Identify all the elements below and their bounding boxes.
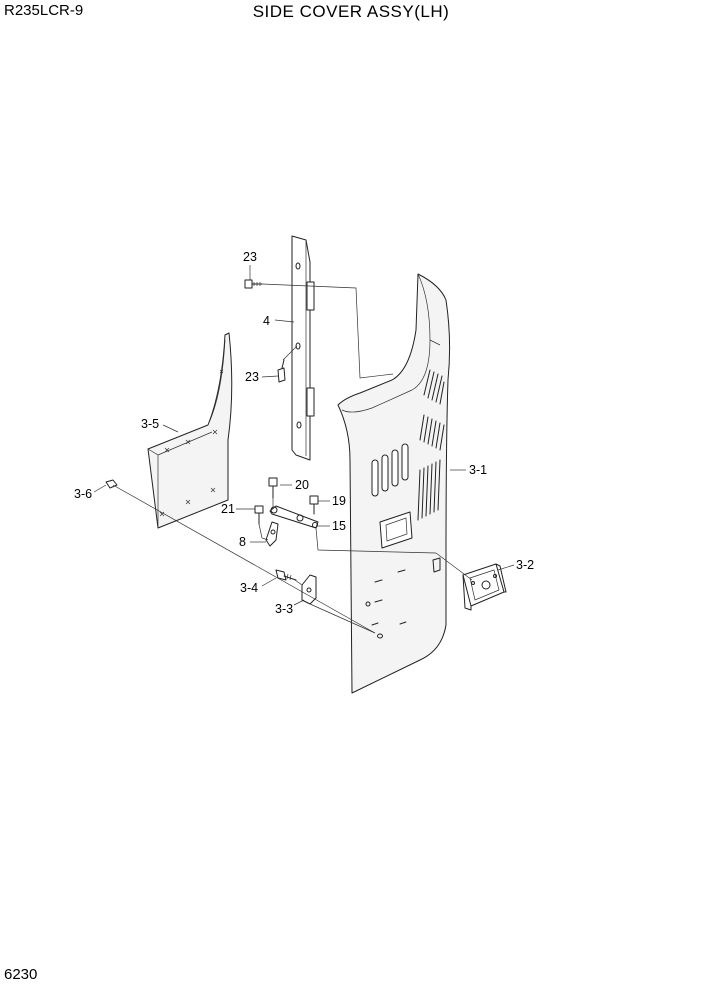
handle-opening xyxy=(379,511,413,549)
callout-15: 15 xyxy=(332,519,346,533)
callout-leaders xyxy=(93,265,515,606)
bracket-part-3-3 xyxy=(301,574,317,605)
louvre-vents-lower xyxy=(371,443,409,497)
louvre-vents-upper xyxy=(417,369,445,521)
bolt-3-6 xyxy=(105,479,118,489)
bolt-23-upper xyxy=(244,279,263,289)
model-code: R235LCR-9 xyxy=(4,2,84,19)
insulation-pad-part-3-5 xyxy=(147,332,233,529)
bolt-19 xyxy=(309,495,319,515)
latch-rod-part-15 xyxy=(269,505,319,529)
callout-3-6: 3-6 xyxy=(74,487,92,501)
vertical-strip-part-4 xyxy=(291,235,315,461)
callout-labels: 23 4 23 3-5 3-1 3-6 20 19 21 15 8 3-2 3-… xyxy=(74,250,534,616)
page-number: 6230 xyxy=(4,966,38,983)
callout-3-3: 3-3 xyxy=(275,602,293,616)
bolt-23-lower xyxy=(277,359,286,383)
callout-3-5: 3-5 xyxy=(141,417,159,431)
callout-21: 21 xyxy=(221,502,235,516)
callout-3-1: 3-1 xyxy=(469,463,487,477)
page-title: SIDE COVER ASSY(LH) xyxy=(252,2,450,21)
panel-holes xyxy=(365,569,407,639)
pad-marks xyxy=(159,369,224,517)
callout-8: 8 xyxy=(239,535,246,549)
callout-20: 20 xyxy=(295,478,309,492)
bolt-20 xyxy=(268,477,278,499)
latch-plate-part-3-2 xyxy=(462,563,507,611)
callout-19: 19 xyxy=(332,494,346,508)
assembly-lines xyxy=(112,283,473,634)
callout-4: 4 xyxy=(263,314,270,328)
bolt-21 xyxy=(254,505,264,525)
callout-3-4: 3-4 xyxy=(240,581,258,595)
side-cover-panel xyxy=(337,273,451,694)
callout-23-lower: 23 xyxy=(245,370,259,384)
callout-3-2: 3-2 xyxy=(516,558,534,572)
bracket-part-8 xyxy=(265,521,279,547)
callout-23-upper: 23 xyxy=(243,250,257,264)
bolt-3-4 xyxy=(275,569,297,581)
